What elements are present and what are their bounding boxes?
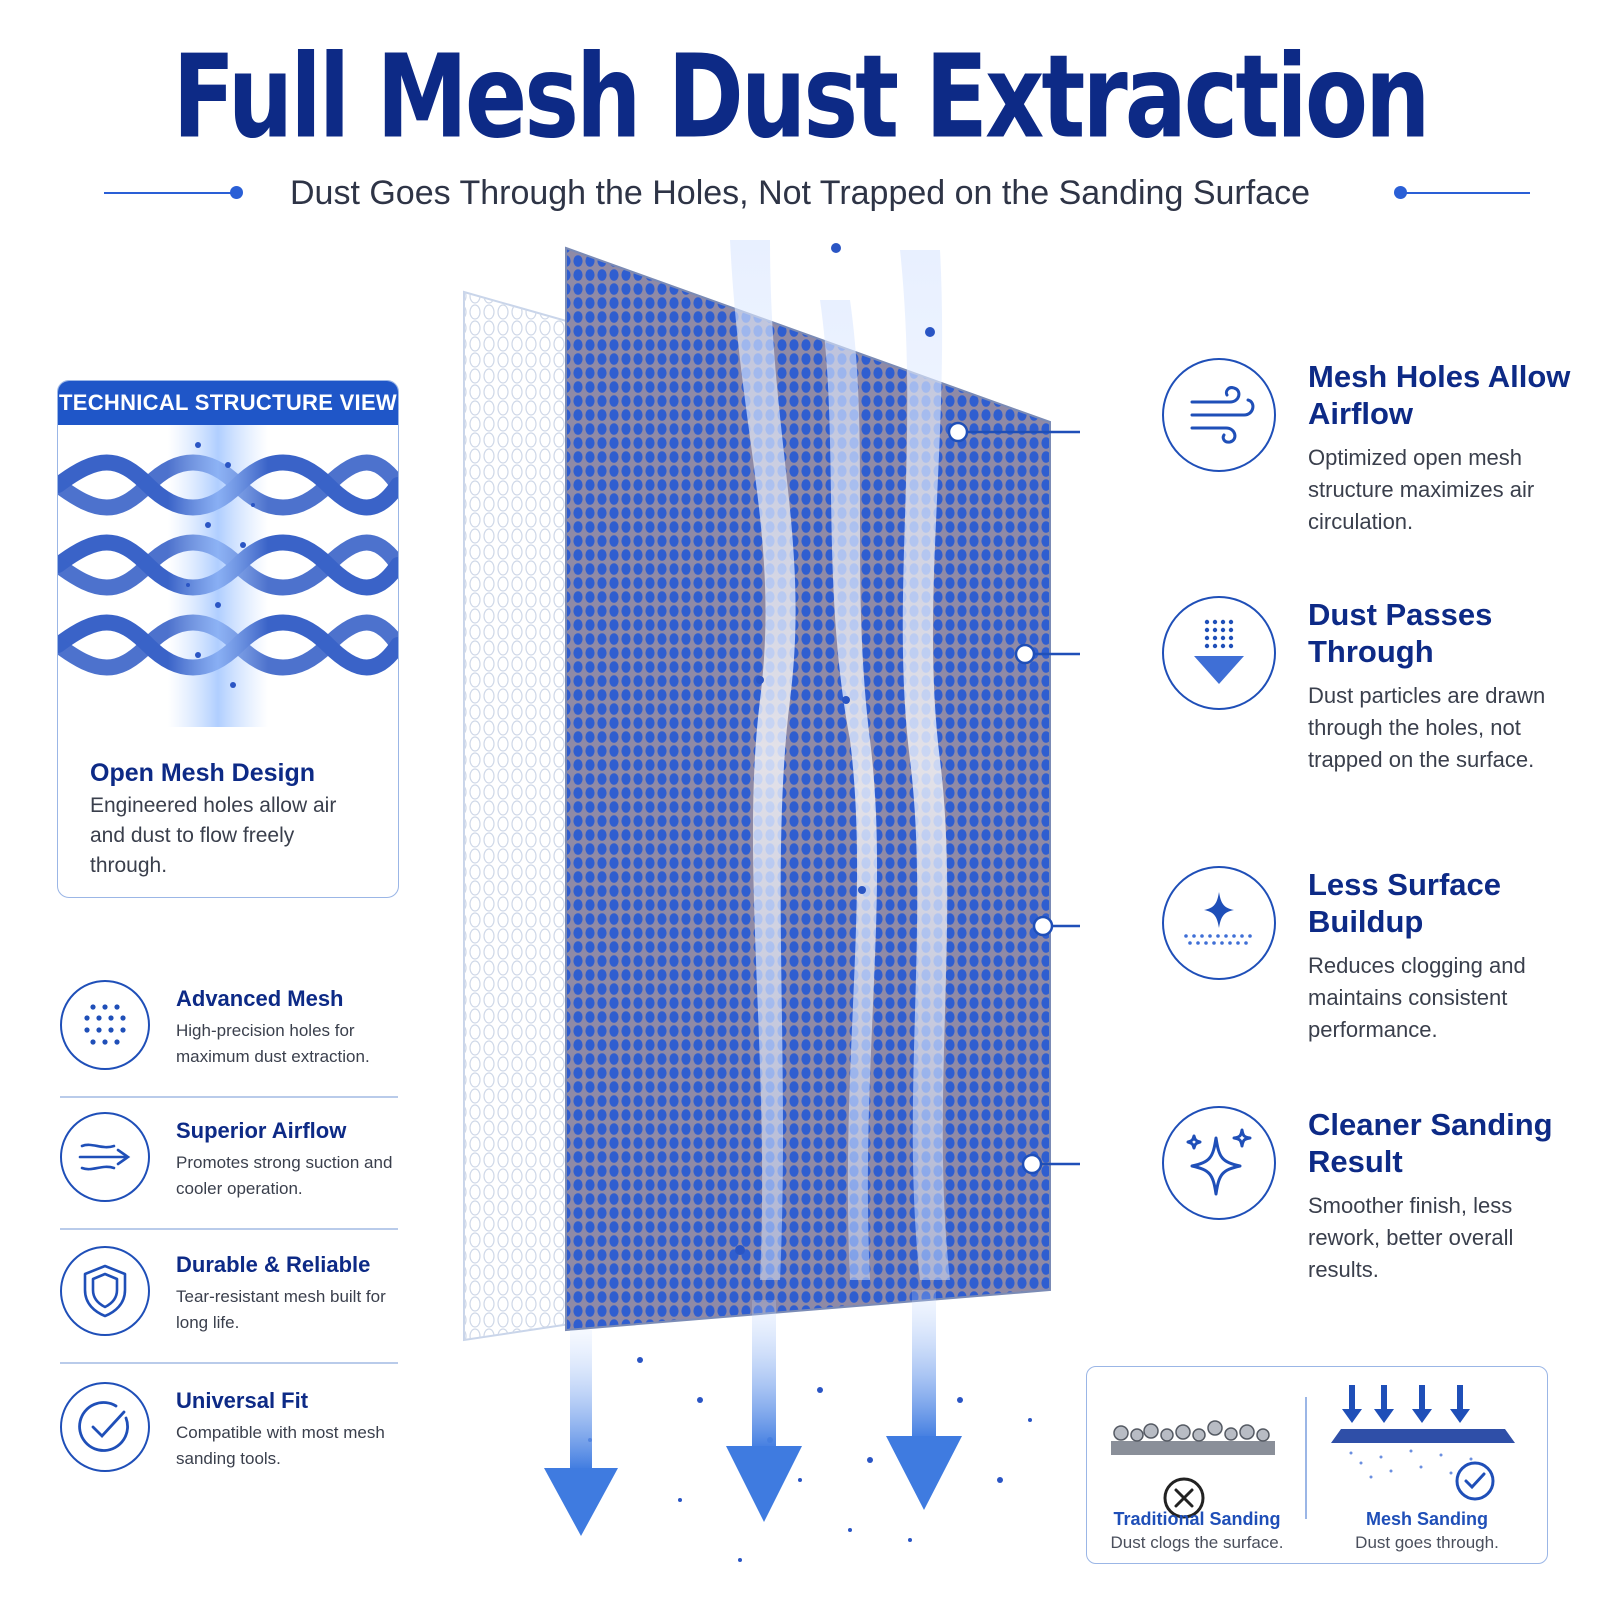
front-blue-mesh (565, 246, 1051, 1332)
feature-title: Mesh Holes Allow Airflow (1308, 359, 1571, 431)
dots-arrow-down-icon (1162, 596, 1276, 710)
feature-desc: Smoother finish, less rework, better ove… (1308, 1193, 1514, 1282)
down-arrows (544, 1290, 962, 1536)
technical-card-title: Open Mesh Design (90, 759, 316, 787)
divider (60, 1096, 398, 1098)
feature-desc: Optimized open mesh structure maximizes … (1308, 445, 1535, 534)
traditional-sanding-image (1111, 1420, 1275, 1455)
feature-title: Universal Fit (176, 1388, 309, 1413)
divider (60, 1228, 398, 1230)
subtitle-rule-left (104, 192, 232, 194)
feature-dust-passes-through: Dust Passes Through Dust particles are d… (1162, 596, 1582, 816)
page-title: Full Mesh Dust Extraction (172, 30, 1430, 164)
comparison-divider (1305, 1397, 1307, 1519)
mesh-sanding-image (1331, 1385, 1515, 1479)
mesh-sanding-desc: Dust goes through. (1355, 1533, 1499, 1552)
feature-title: Cleaner Sanding Result (1308, 1107, 1553, 1179)
mesh-sheet-illustration (463, 240, 1080, 1562)
subtitle-dot-left (230, 186, 243, 199)
feature-title: Advanced Mesh (176, 986, 344, 1011)
divider (60, 1362, 398, 1364)
feature-desc: Tear-resistant mesh built for long life. (176, 1287, 386, 1332)
subtitle-dot-right (1394, 186, 1407, 199)
x-circle-icon (1163, 1477, 1205, 1519)
check-circle-icon (60, 1382, 150, 1472)
feature-title: Durable & Reliable (176, 1252, 371, 1277)
feature-less-surface-buildup: Less Surface Buildup Reduces clogging an… (1162, 866, 1582, 1046)
mesh-sanding-title: Mesh Sanding (1365, 1509, 1488, 1529)
airflow-arrow-icon (60, 1112, 150, 1202)
dot-grid-icon (60, 980, 150, 1070)
feature-title: Superior Airflow (176, 1118, 347, 1143)
feature-cleaner-sanding-result: Cleaner Sanding Result Smoother finish, … (1162, 1106, 1582, 1306)
feature-durable-reliable: Durable & Reliable Tear-resistant mesh b… (60, 1246, 400, 1366)
page-subtitle: Dust Goes Through the Holes, Not Trapped… (290, 174, 1310, 212)
airflow-stream-1 (730, 240, 796, 1280)
mesh-closeup-image (58, 425, 398, 727)
feature-mesh-holes-airflow: Mesh Holes Allow Airflow Optimized open … (1162, 358, 1582, 538)
sparkle-surface-icon (1162, 866, 1276, 980)
feature-title: Less Surface Buildup (1308, 867, 1501, 939)
shield-icon (60, 1246, 150, 1336)
traditional-sanding-desc: Dust clogs the surface. (1110, 1533, 1284, 1552)
technical-structure-card: TECHNICAL STRUCTURE VIEW Open Mesh Desig… (57, 380, 399, 898)
traditional-sanding-title: Traditional Sanding (1113, 1509, 1281, 1529)
feature-desc: High-precision holes for maximum dust ex… (176, 1021, 370, 1066)
technical-card-desc: Engineered holes allow air and dust to f… (90, 794, 337, 877)
airflow-stream-2 (820, 300, 878, 1280)
feature-desc: Compatible with most mesh sanding tools. (176, 1423, 385, 1468)
feature-title: Dust Passes Through (1308, 597, 1493, 669)
feature-universal-fit: Universal Fit Compatible with most mesh … (60, 1382, 400, 1502)
subtitle-row: Dust Goes Through the Holes, Not Trapped… (0, 168, 1600, 228)
feature-superior-airflow: Superior Airflow Promotes strong suction… (60, 1112, 400, 1232)
feature-desc: Dust particles are drawn through the hol… (1308, 683, 1546, 772)
comparison-box: Traditional Sanding Dust clogs the surfa… (1086, 1366, 1548, 1564)
technical-card-header: TECHNICAL STRUCTURE VIEW (58, 381, 398, 425)
feature-advanced-mesh: Advanced Mesh High-precision holes for m… (60, 980, 400, 1100)
airflow-stream-3 (900, 250, 950, 1280)
subtitle-rule-right (1406, 192, 1530, 194)
feature-desc: Promotes strong suction and cooler opera… (176, 1153, 393, 1198)
sparkles-icon (1162, 1106, 1276, 1220)
wind-icon (1162, 358, 1276, 472)
check-circle-icon (1455, 1461, 1495, 1501)
feature-desc: Reduces clogging and maintains consisten… (1308, 953, 1526, 1042)
